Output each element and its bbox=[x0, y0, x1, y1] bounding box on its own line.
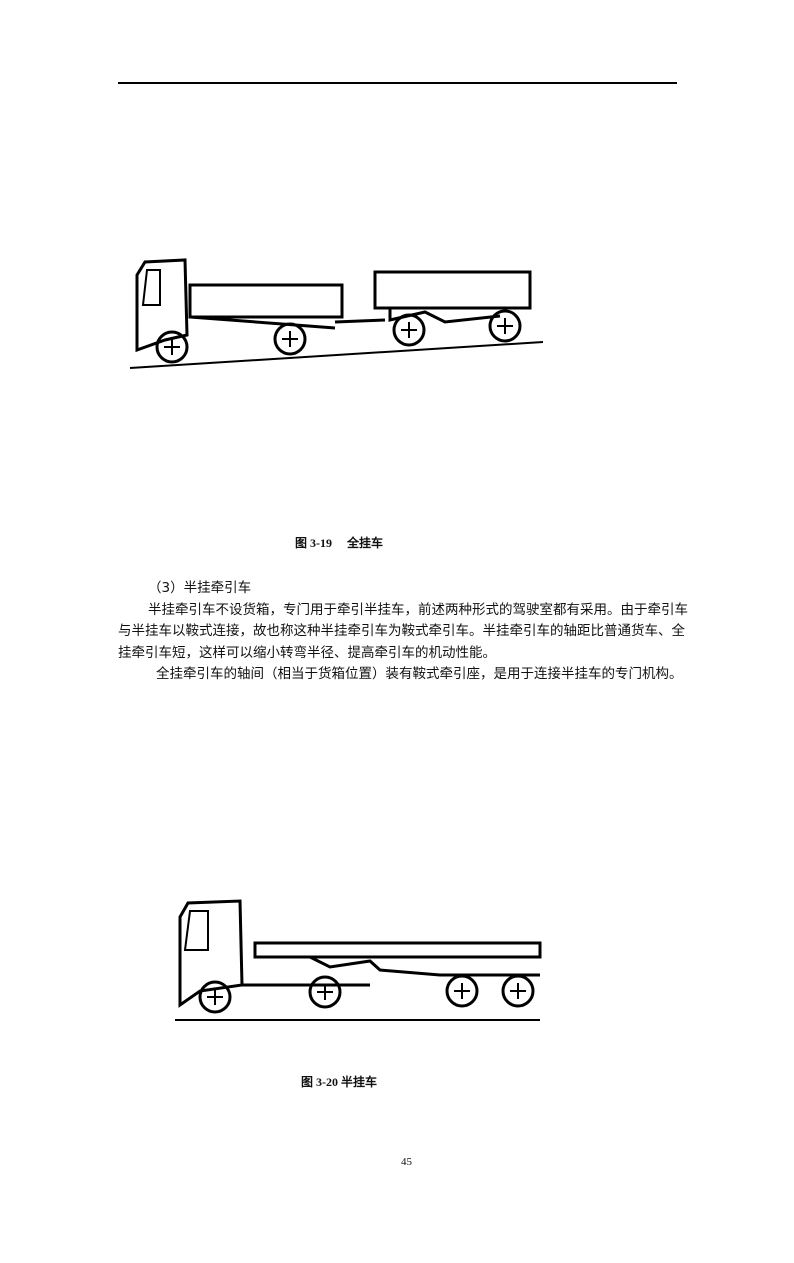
page-number: 45 bbox=[401, 1156, 412, 1168]
figure-caption-3-19: 图 3-19 全挂车 bbox=[295, 534, 383, 551]
section-text: （3）半挂牵引车 半挂牵引车不设货箱，专门用于牵引半挂车，前述两种形式的驾驶室都… bbox=[118, 578, 698, 686]
paragraph: 全挂牵引车的轴间（相当于货箱位置）装有鞍式牵引座，是用于连接半挂车的专门机构。 bbox=[156, 666, 683, 682]
figure-title: 全挂车 bbox=[347, 536, 384, 550]
full-trailer-figure bbox=[129, 258, 544, 369]
section-heading: （3）半挂牵引车 bbox=[148, 580, 252, 596]
figure-label: 图 3-19 bbox=[295, 536, 332, 550]
header-rule bbox=[118, 82, 677, 84]
paragraph: 半挂牵引车不设货箱，专门用于牵引半挂车，前述两种形式的驾驶室都有采用。由于牵引车… bbox=[118, 601, 688, 661]
figure-label: 图 3-20 bbox=[301, 1075, 338, 1089]
figure-caption-3-20: 图 3-20 半挂车 bbox=[301, 1073, 377, 1090]
figure-title: 半挂车 bbox=[341, 1075, 378, 1089]
semi-trailer-figure bbox=[175, 899, 542, 1021]
